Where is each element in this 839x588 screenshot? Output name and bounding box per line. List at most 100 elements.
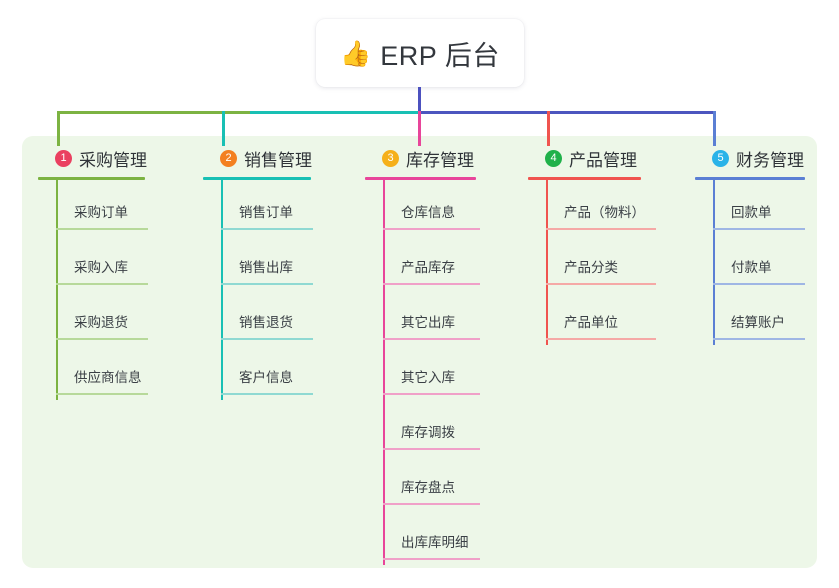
branch-child-label: 采购订单 xyxy=(74,205,128,220)
branch-children-3: 仓库信息产品库存其它出库其它入库库存调拨库存盘点出库库明细 xyxy=(365,180,480,565)
branch-child-item[interactable]: 销售订单 xyxy=(203,180,313,235)
branch-child-label: 付款单 xyxy=(731,260,772,275)
branch-children-4: 产品（物料） 产品分类产品单位 xyxy=(528,180,656,345)
branch-children-1: 采购订单采购入库采购退货供应商信息 xyxy=(38,180,148,400)
branch-child-label: 结算账户 xyxy=(731,315,785,330)
branch-child-underline xyxy=(221,228,313,230)
branch-child-item[interactable]: 付款单 xyxy=(695,235,805,290)
branch-trunk-2 xyxy=(221,180,223,400)
stem-branch-4 xyxy=(547,111,550,146)
branch-title-2: 销售管理 xyxy=(244,150,312,170)
bus-segment-teal xyxy=(250,111,418,114)
branch-trunk-5 xyxy=(713,180,715,345)
stem-branch-2 xyxy=(222,111,225,146)
branch-child-item[interactable]: 销售出库 xyxy=(203,235,313,290)
branch-child-item[interactable]: 库存调拨 xyxy=(365,400,480,455)
branch-child-item[interactable]: 产品分类 xyxy=(528,235,656,290)
branch-trunk-3 xyxy=(383,180,385,565)
branch-child-item[interactable]: 采购订单 xyxy=(38,180,148,235)
branch-trunk-1 xyxy=(56,180,58,400)
branch-child-label: 产品库存 xyxy=(401,260,455,275)
branch-child-underline xyxy=(56,228,148,230)
branches-panel xyxy=(22,136,817,568)
root-node-content: 👍 ERP 后台 xyxy=(340,34,500,73)
stem-branch-3 xyxy=(418,111,421,146)
branch-header-2[interactable]: 2 销售管理 xyxy=(203,146,312,170)
stem-branch-5 xyxy=(713,111,716,146)
branch-child-item[interactable]: 供应商信息 xyxy=(38,345,148,400)
branch-child-label: 客户信息 xyxy=(239,370,293,385)
branch-child-label: 供应商信息 xyxy=(74,370,142,385)
branch-child-label: 采购退货 xyxy=(74,315,128,330)
branch-child-underline xyxy=(383,503,480,505)
branch-child-item[interactable]: 其它入库 xyxy=(365,345,480,400)
branch-badge-2: 2 xyxy=(220,149,237,167)
branch-column-1: 1 采购管理采购订单采购入库采购退货供应商信息 xyxy=(38,146,148,400)
branch-column-2: 2 销售管理销售订单销售出库销售退货客户信息 xyxy=(203,146,313,400)
branch-title-1: 采购管理 xyxy=(79,150,147,170)
branch-underline-1 xyxy=(38,177,145,180)
branch-child-item[interactable]: 采购退货 xyxy=(38,290,148,345)
branch-badge-1: 1 xyxy=(55,149,72,167)
branch-child-underline xyxy=(713,283,805,285)
branch-child-label: 仓库信息 xyxy=(401,205,455,220)
branch-child-item[interactable]: 产品单位 xyxy=(528,290,656,345)
root-node-title: ERP 后台 xyxy=(380,40,500,71)
branch-child-item[interactable]: 采购入库 xyxy=(38,235,148,290)
branch-child-item[interactable]: 回款单 xyxy=(695,180,805,235)
branch-trunk-4 xyxy=(546,180,548,345)
branch-children-2: 销售订单销售出库销售退货客户信息 xyxy=(203,180,313,400)
branch-child-item[interactable]: 其它出库 xyxy=(365,290,480,345)
branch-child-underline xyxy=(56,283,148,285)
branch-title-5: 财务管理 xyxy=(736,150,804,170)
branch-child-underline xyxy=(56,338,148,340)
branch-underline-3 xyxy=(365,177,476,180)
root-stem xyxy=(418,87,421,114)
branch-child-underline xyxy=(383,283,480,285)
branch-underline-5 xyxy=(695,177,805,180)
stem-branch-1 xyxy=(57,111,60,146)
branch-child-label: 销售出库 xyxy=(239,260,293,275)
branch-child-label: 其它入库 xyxy=(401,370,455,385)
branch-child-item[interactable]: 出库库明细 xyxy=(365,510,480,565)
branch-child-item[interactable]: 结算账户 xyxy=(695,290,805,345)
branch-title-4: 产品管理 xyxy=(569,150,637,170)
branch-child-underline xyxy=(221,338,313,340)
bus-segment-green xyxy=(57,111,250,114)
branch-child-underline xyxy=(713,338,805,340)
branch-child-item[interactable]: 销售退货 xyxy=(203,290,313,345)
branch-child-underline xyxy=(383,448,480,450)
branch-child-label: 产品（物料） xyxy=(564,205,645,220)
branch-column-3: 3 库存管理仓库信息产品库存其它出库其它入库库存调拨库存盘点出库库明细 xyxy=(365,146,480,565)
branch-title-3: 库存管理 xyxy=(406,150,474,170)
branch-header-1[interactable]: 1 采购管理 xyxy=(38,146,147,170)
branch-child-item[interactable]: 产品（物料） xyxy=(528,180,656,235)
branch-header-3[interactable]: 3 库存管理 xyxy=(365,146,476,170)
root-node[interactable]: 👍 ERP 后台 xyxy=(316,19,524,87)
branch-child-underline xyxy=(546,283,656,285)
branch-child-underline xyxy=(221,283,313,285)
branch-child-label: 销售订单 xyxy=(239,205,293,220)
branch-child-item[interactable]: 库存盘点 xyxy=(365,455,480,510)
branch-child-label: 回款单 xyxy=(731,205,772,220)
branch-underline-4 xyxy=(528,177,641,180)
branch-child-item[interactable]: 客户信息 xyxy=(203,345,313,400)
branch-badge-3: 3 xyxy=(382,149,399,167)
branch-child-underline xyxy=(713,228,805,230)
branch-child-item[interactable]: 仓库信息 xyxy=(365,180,480,235)
branch-child-item[interactable]: 产品库存 xyxy=(365,235,480,290)
branch-child-label: 采购入库 xyxy=(74,260,128,275)
thumbs-up-icon: 👍 xyxy=(340,38,372,68)
branch-child-label: 库存盘点 xyxy=(401,480,455,495)
branch-child-label: 出库库明细 xyxy=(401,535,469,550)
branch-child-underline xyxy=(546,228,656,230)
branch-children-5: 回款单付款单结算账户 xyxy=(695,180,805,345)
branch-child-underline xyxy=(56,393,148,395)
branch-child-underline xyxy=(546,338,656,340)
branch-child-underline xyxy=(383,558,480,560)
branch-underline-2 xyxy=(203,177,311,180)
